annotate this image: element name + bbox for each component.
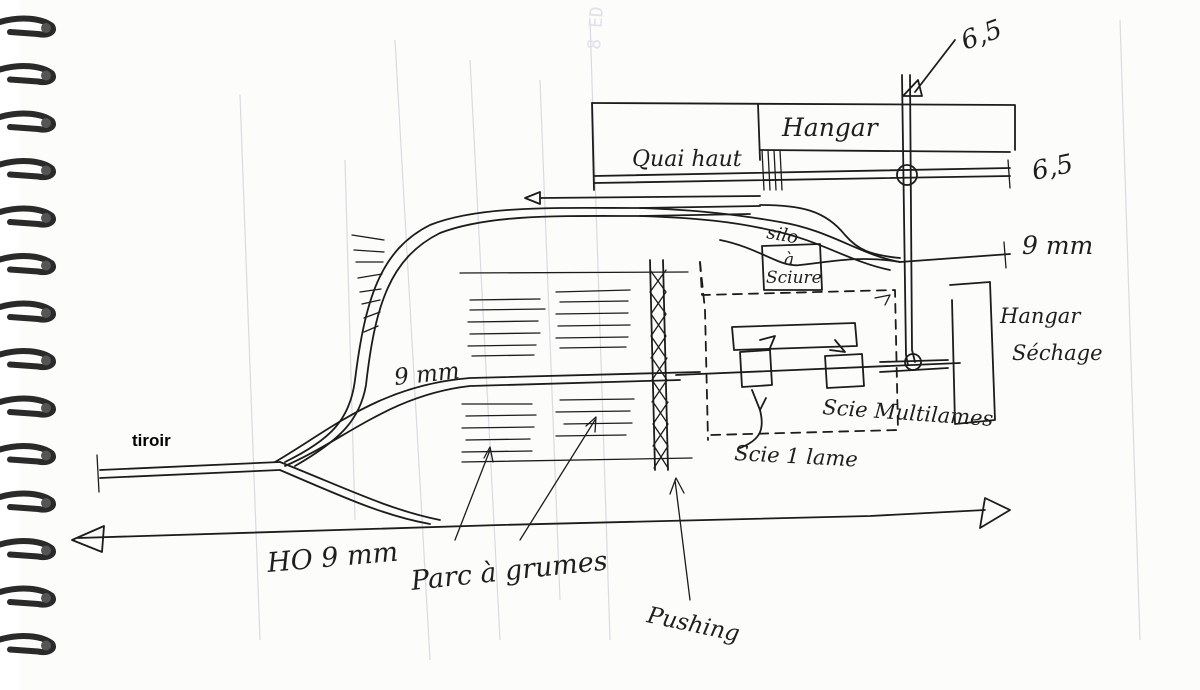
binding-hole (41, 355, 51, 366)
binding-hole (41, 498, 51, 508)
binding-ring (0, 443, 56, 465)
binding-hole (41, 165, 51, 176)
ho-9mm-line (71, 497, 1011, 553)
six-five-vertical (896, 39, 956, 366)
nine-mm-left-label: 9 mm (393, 358, 461, 391)
quai-hangar-block (591, 102, 1016, 191)
binding-ring (0, 585, 56, 608)
hangar-label: Hangar (781, 113, 880, 142)
binding-ring (0, 300, 56, 323)
scie-1-lame-label: Scie 1 lame (734, 441, 859, 471)
binding-hole (41, 260, 51, 271)
tiroir-label: tiroir (132, 431, 171, 450)
scie-multilames-label: Scie Multilames (822, 395, 995, 431)
binding-ring (0, 490, 56, 513)
silo-box (761, 243, 823, 291)
silo-label-2: à (784, 250, 794, 270)
tiroir-tracks (96, 205, 761, 525)
binding-ring (0, 395, 56, 418)
binding-ring (0, 110, 56, 133)
parc-a-grumes-label: Parc à grumes (408, 546, 609, 598)
quai-haut-label: Quai haut (632, 147, 742, 172)
binding-ring (0, 348, 56, 370)
svg-text:8 ED 8: 8 ED 8 (584, 0, 609, 50)
binding-hole (41, 593, 51, 603)
binding-ring (0, 158, 56, 180)
hangar-sechage-box (949, 281, 996, 425)
binding-ring (0, 63, 56, 85)
labels: tiroir HO 9 mm Parc à grumes Pushing Qua… (132, 14, 1103, 647)
hangar-sechage-label-1: Hangar (999, 304, 1082, 328)
binding-ring (0, 205, 56, 228)
binding-ring (0, 538, 56, 560)
binding-hole (41, 403, 51, 413)
binding-ring (0, 253, 56, 275)
parc-a-grumes (454, 271, 693, 541)
binding-hole (41, 450, 51, 461)
sawmill-enclosure (699, 261, 899, 441)
binding-ring (0, 15, 56, 38)
nine-mm-right-label: 9 mm (1022, 231, 1093, 260)
binding-hole (41, 545, 51, 556)
binding-hole (41, 308, 51, 318)
silo-label-3: Sciure (766, 268, 822, 288)
six-five-right-label: 6,5 (1029, 149, 1076, 187)
pushing-label: Pushing (644, 602, 742, 647)
saw-machines (675, 322, 961, 449)
pushing (649, 259, 691, 601)
binding-hole (41, 118, 51, 128)
hangar-sechage-label-2: Séchage (1012, 341, 1103, 365)
spiral-binding (0, 0, 56, 690)
silo-label-1: silo (765, 222, 800, 248)
ho-9mm-label: HO 9 mm (265, 537, 399, 579)
binding-hole (41, 23, 51, 33)
binding-hole (41, 70, 51, 81)
six-five-top-label: 6,5 (957, 14, 1006, 56)
binding-hole (41, 640, 51, 651)
binding-ring (0, 633, 56, 655)
binding-hole (41, 213, 51, 223)
upper-tracks (524, 191, 1011, 271)
